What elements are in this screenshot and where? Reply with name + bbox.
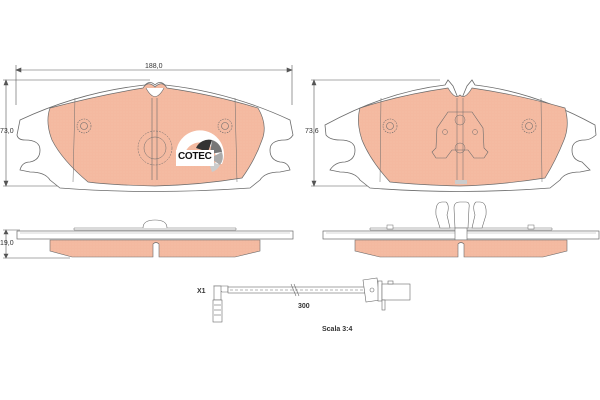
dimension-height-left-label: 73,0 <box>0 128 14 135</box>
cotec-logo-text: COTEC <box>178 151 212 162</box>
sensor-length-label: 300 <box>298 303 310 310</box>
left-pad-side-view <box>3 219 294 259</box>
dimension-width <box>15 65 293 105</box>
left-pad-front-view <box>3 65 294 192</box>
scale-note: Scala 3:4 <box>322 326 353 333</box>
sensor-connector-label: X1 <box>197 288 206 295</box>
wear-sensor-cable <box>212 277 411 323</box>
dimension-width-label: 188,0 <box>145 63 163 70</box>
right-pad-side-view <box>322 201 600 258</box>
dimension-height-right-label: 73,6 <box>305 128 319 135</box>
friction-layer <box>354 239 568 258</box>
friction-layer <box>49 239 261 258</box>
dimension-thickness-label: 19,0 <box>0 240 14 247</box>
spring-clip <box>431 111 489 159</box>
dimension-thickness <box>3 229 70 259</box>
right-pad-front-view <box>311 79 597 192</box>
spring-clip-side <box>435 201 487 241</box>
cotec-logo-icon <box>176 130 224 172</box>
